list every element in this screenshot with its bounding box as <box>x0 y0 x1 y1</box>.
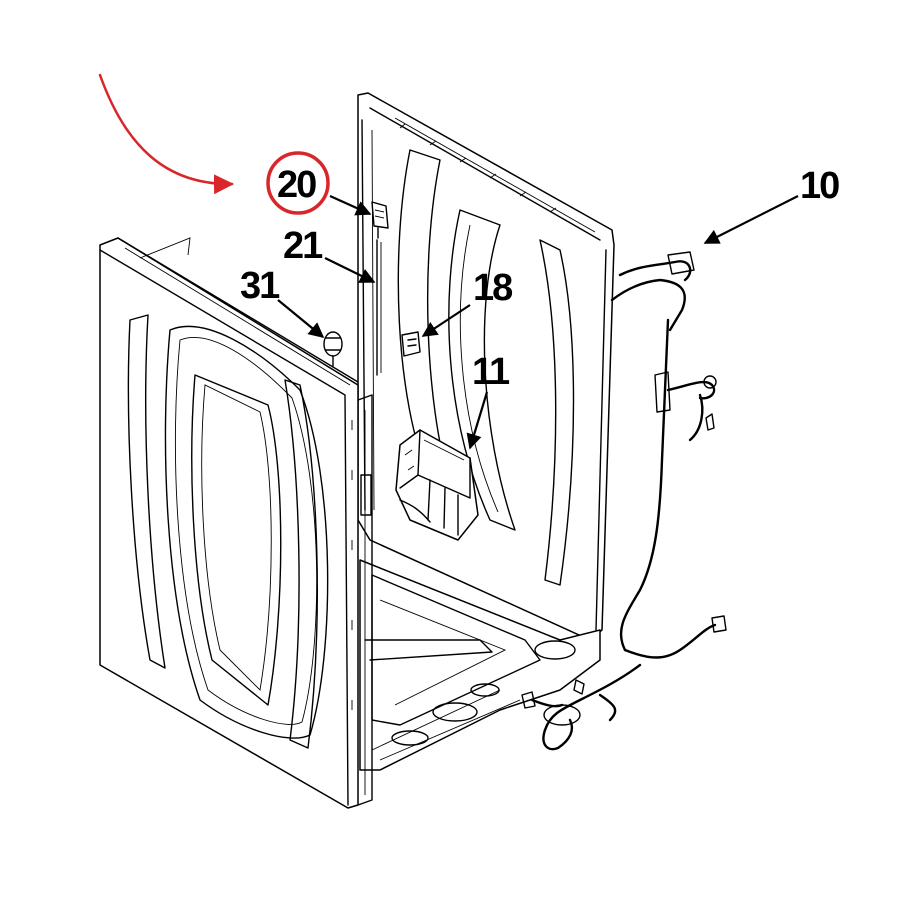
callout-20: 20 <box>277 164 316 206</box>
callout-18: 18 <box>473 267 512 309</box>
callout-11: 11 <box>472 351 510 393</box>
part-20-clip <box>371 201 389 239</box>
highlight-annotation <box>98 73 330 215</box>
leader-31 <box>277 299 325 338</box>
callout-labels: 10 11 18 20 21 31 <box>240 164 841 393</box>
callout-21: 21 <box>283 225 323 267</box>
callout-31: 31 <box>240 265 280 307</box>
leader-lines <box>277 194 799 450</box>
leader-10 <box>703 195 799 244</box>
leader-20 <box>329 194 372 216</box>
left-side-panel <box>99 237 359 809</box>
leader-11 <box>466 391 489 450</box>
red-pointer-arrow <box>98 73 234 195</box>
part-10-wire-harness <box>521 251 727 751</box>
front-frame-strip <box>357 394 373 806</box>
leader-18 <box>421 304 471 337</box>
part-31-fitting <box>323 331 343 367</box>
red-highlight-circle <box>266 151 330 215</box>
callout-10: 10 <box>800 165 839 207</box>
part-21-rod <box>376 239 382 376</box>
part-11-housing <box>395 429 479 541</box>
leader-21 <box>324 257 376 283</box>
part-18-clip <box>401 331 421 357</box>
